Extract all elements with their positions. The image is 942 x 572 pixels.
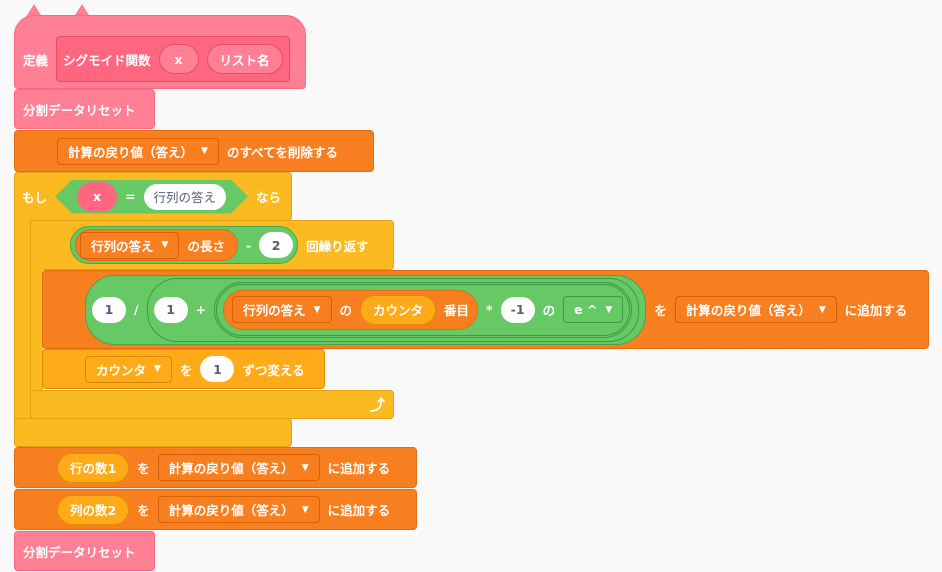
define-block[interactable]: 定義 シグモイド関数 x リスト名 bbox=[14, 15, 306, 89]
function-name: e ^ bbox=[574, 302, 598, 317]
list-name: 計算の戻り値（答え） bbox=[168, 461, 294, 476]
wo-label: を bbox=[654, 303, 667, 318]
addend-input[interactable]: 1 bbox=[153, 296, 188, 323]
add-label: に追加する bbox=[327, 503, 391, 518]
counter-variable[interactable]: カウンタ bbox=[360, 294, 437, 325]
then-label: なら bbox=[256, 190, 282, 205]
compare-value-input[interactable]: 行列の答え bbox=[144, 184, 227, 210]
define-label: 定義 bbox=[23, 52, 49, 68]
repeat-label: 回繰り返す bbox=[306, 238, 369, 254]
subtract-value-input[interactable]: 2 bbox=[259, 232, 294, 258]
repeat-block[interactable]: ⤴ 行列の答え ▼ の長さ - 2 回繰り返す bbox=[30, 220, 394, 419]
custom-block-prototype[interactable]: シグモイド関数 x リスト名 bbox=[56, 36, 290, 82]
wo-label: を bbox=[137, 461, 150, 476]
add-reporter[interactable]: 1 + 行列の答え ▼ の カウンタ 番目 * -1 の e ^ ▼ bbox=[146, 277, 640, 342]
list-name: 行列の答え bbox=[91, 238, 154, 254]
caret-down-icon: ▼ bbox=[161, 240, 169, 250]
if-label: もし bbox=[22, 190, 48, 205]
caret-down-icon: ▼ bbox=[154, 364, 161, 374]
reset-label: 分割データリセット bbox=[23, 102, 136, 118]
reset-data-block[interactable]: 分割データリセット bbox=[14, 89, 155, 129]
plus-operator: + bbox=[195, 302, 207, 317]
list-dropdown[interactable]: 計算の戻り値（答え） ▼ bbox=[157, 496, 320, 523]
reset-data-block[interactable]: 分割データリセット bbox=[14, 531, 155, 571]
caret-down-icon: ▼ bbox=[301, 462, 309, 473]
equals-operator: = bbox=[125, 189, 136, 204]
delete-all-label: のすべてを削除する bbox=[226, 144, 338, 160]
rows-variable[interactable]: 行の数1 bbox=[57, 452, 130, 483]
list-length-reporter[interactable]: 行列の答え ▼ の長さ bbox=[75, 229, 238, 261]
list-dropdown[interactable]: 計算の戻り値（答え） ▼ bbox=[157, 454, 320, 481]
change-variable-block[interactable]: カウンタ ▼ を 1 ずつ変える bbox=[42, 349, 325, 389]
cols-variable[interactable]: 列の数2 bbox=[57, 494, 130, 525]
divide-reporter[interactable]: 1 / 1 + 行列の答え ▼ の カウンタ 番目 * -1 の e ^ ▼ bbox=[85, 274, 647, 345]
equals-condition[interactable]: x = 行列の答え bbox=[55, 180, 248, 214]
custom-block-name: シグモイド関数 bbox=[63, 52, 151, 68]
caret-down-icon: ▼ bbox=[605, 304, 613, 315]
delete-all-block[interactable]: 計算の戻り値（答え） ▼ のすべてを削除する bbox=[14, 130, 374, 172]
of-label: の bbox=[339, 303, 353, 318]
add-cols-block[interactable]: 列の数2 を 計算の戻り値（答え） ▼ に追加する bbox=[14, 489, 417, 530]
param-x-reporter[interactable]: x bbox=[77, 182, 117, 212]
list-name: 計算の戻り値（答え） bbox=[68, 144, 194, 160]
caret-down-icon: ▼ bbox=[301, 504, 309, 515]
list-name: 計算の戻り値（答え） bbox=[168, 503, 294, 518]
list-item-reporter[interactable]: 行列の答え ▼ の カウンタ 番目 bbox=[223, 289, 479, 330]
divide-operator: / bbox=[134, 302, 139, 317]
caret-down-icon: ▼ bbox=[313, 304, 321, 315]
multiplier-input[interactable]: -1 bbox=[500, 296, 535, 323]
add-label: に追加する bbox=[327, 461, 391, 476]
caret-down-icon: ▼ bbox=[818, 304, 826, 315]
loop-arrow-icon: ⤴ bbox=[370, 396, 386, 414]
multiply-operator: * bbox=[486, 302, 493, 317]
param-x[interactable]: x bbox=[158, 44, 199, 74]
list-name: 計算の戻り値（答え） bbox=[685, 303, 811, 318]
variable-name: カウンタ bbox=[96, 362, 147, 378]
if-block[interactable]: もし x = 行列の答え なら bbox=[14, 172, 292, 447]
param-list-name[interactable]: リスト名 bbox=[206, 44, 283, 74]
minus-operator: - bbox=[245, 237, 252, 253]
list-dropdown[interactable]: 計算の戻り値（答え） ▼ bbox=[57, 137, 219, 165]
list-dropdown[interactable]: 行列の答え ▼ bbox=[232, 296, 332, 323]
add-rows-block[interactable]: 行の数1 を 計算の戻り値（答え） ▼ に追加する bbox=[14, 447, 417, 488]
list-dropdown[interactable]: 行列の答え ▼ bbox=[80, 231, 180, 259]
reset-label: 分割データリセット bbox=[23, 544, 136, 560]
add-to-list-block[interactable]: 1 / 1 + 行列の答え ▼ の カウンタ 番目 * -1 の e ^ ▼ を 計… bbox=[42, 270, 929, 349]
math-function-dropdown[interactable]: e ^ ▼ bbox=[563, 296, 624, 323]
list-name: 行列の答え bbox=[243, 303, 306, 318]
wo-label: を bbox=[137, 503, 150, 518]
add-label: に追加する bbox=[844, 303, 908, 318]
caret-down-icon: ▼ bbox=[201, 146, 208, 156]
target-list-dropdown[interactable]: 計算の戻り値（答え） ▼ bbox=[674, 296, 837, 323]
index-label: 番目 bbox=[444, 303, 470, 318]
wo-label: を bbox=[179, 362, 193, 378]
change-amount-input[interactable]: 1 bbox=[200, 356, 235, 382]
change-label: ずつ変える bbox=[242, 362, 305, 378]
subtract-reporter[interactable]: 行列の答え ▼ の長さ - 2 bbox=[70, 226, 299, 264]
exp-reporter[interactable]: 行列の答え ▼ の カウンタ 番目 * -1 の e ^ ▼ bbox=[214, 281, 633, 338]
variable-dropdown[interactable]: カウンタ ▼ bbox=[85, 355, 172, 383]
of-label: の bbox=[542, 303, 556, 318]
length-label: の長さ bbox=[187, 238, 225, 254]
numerator-input[interactable]: 1 bbox=[92, 296, 126, 323]
